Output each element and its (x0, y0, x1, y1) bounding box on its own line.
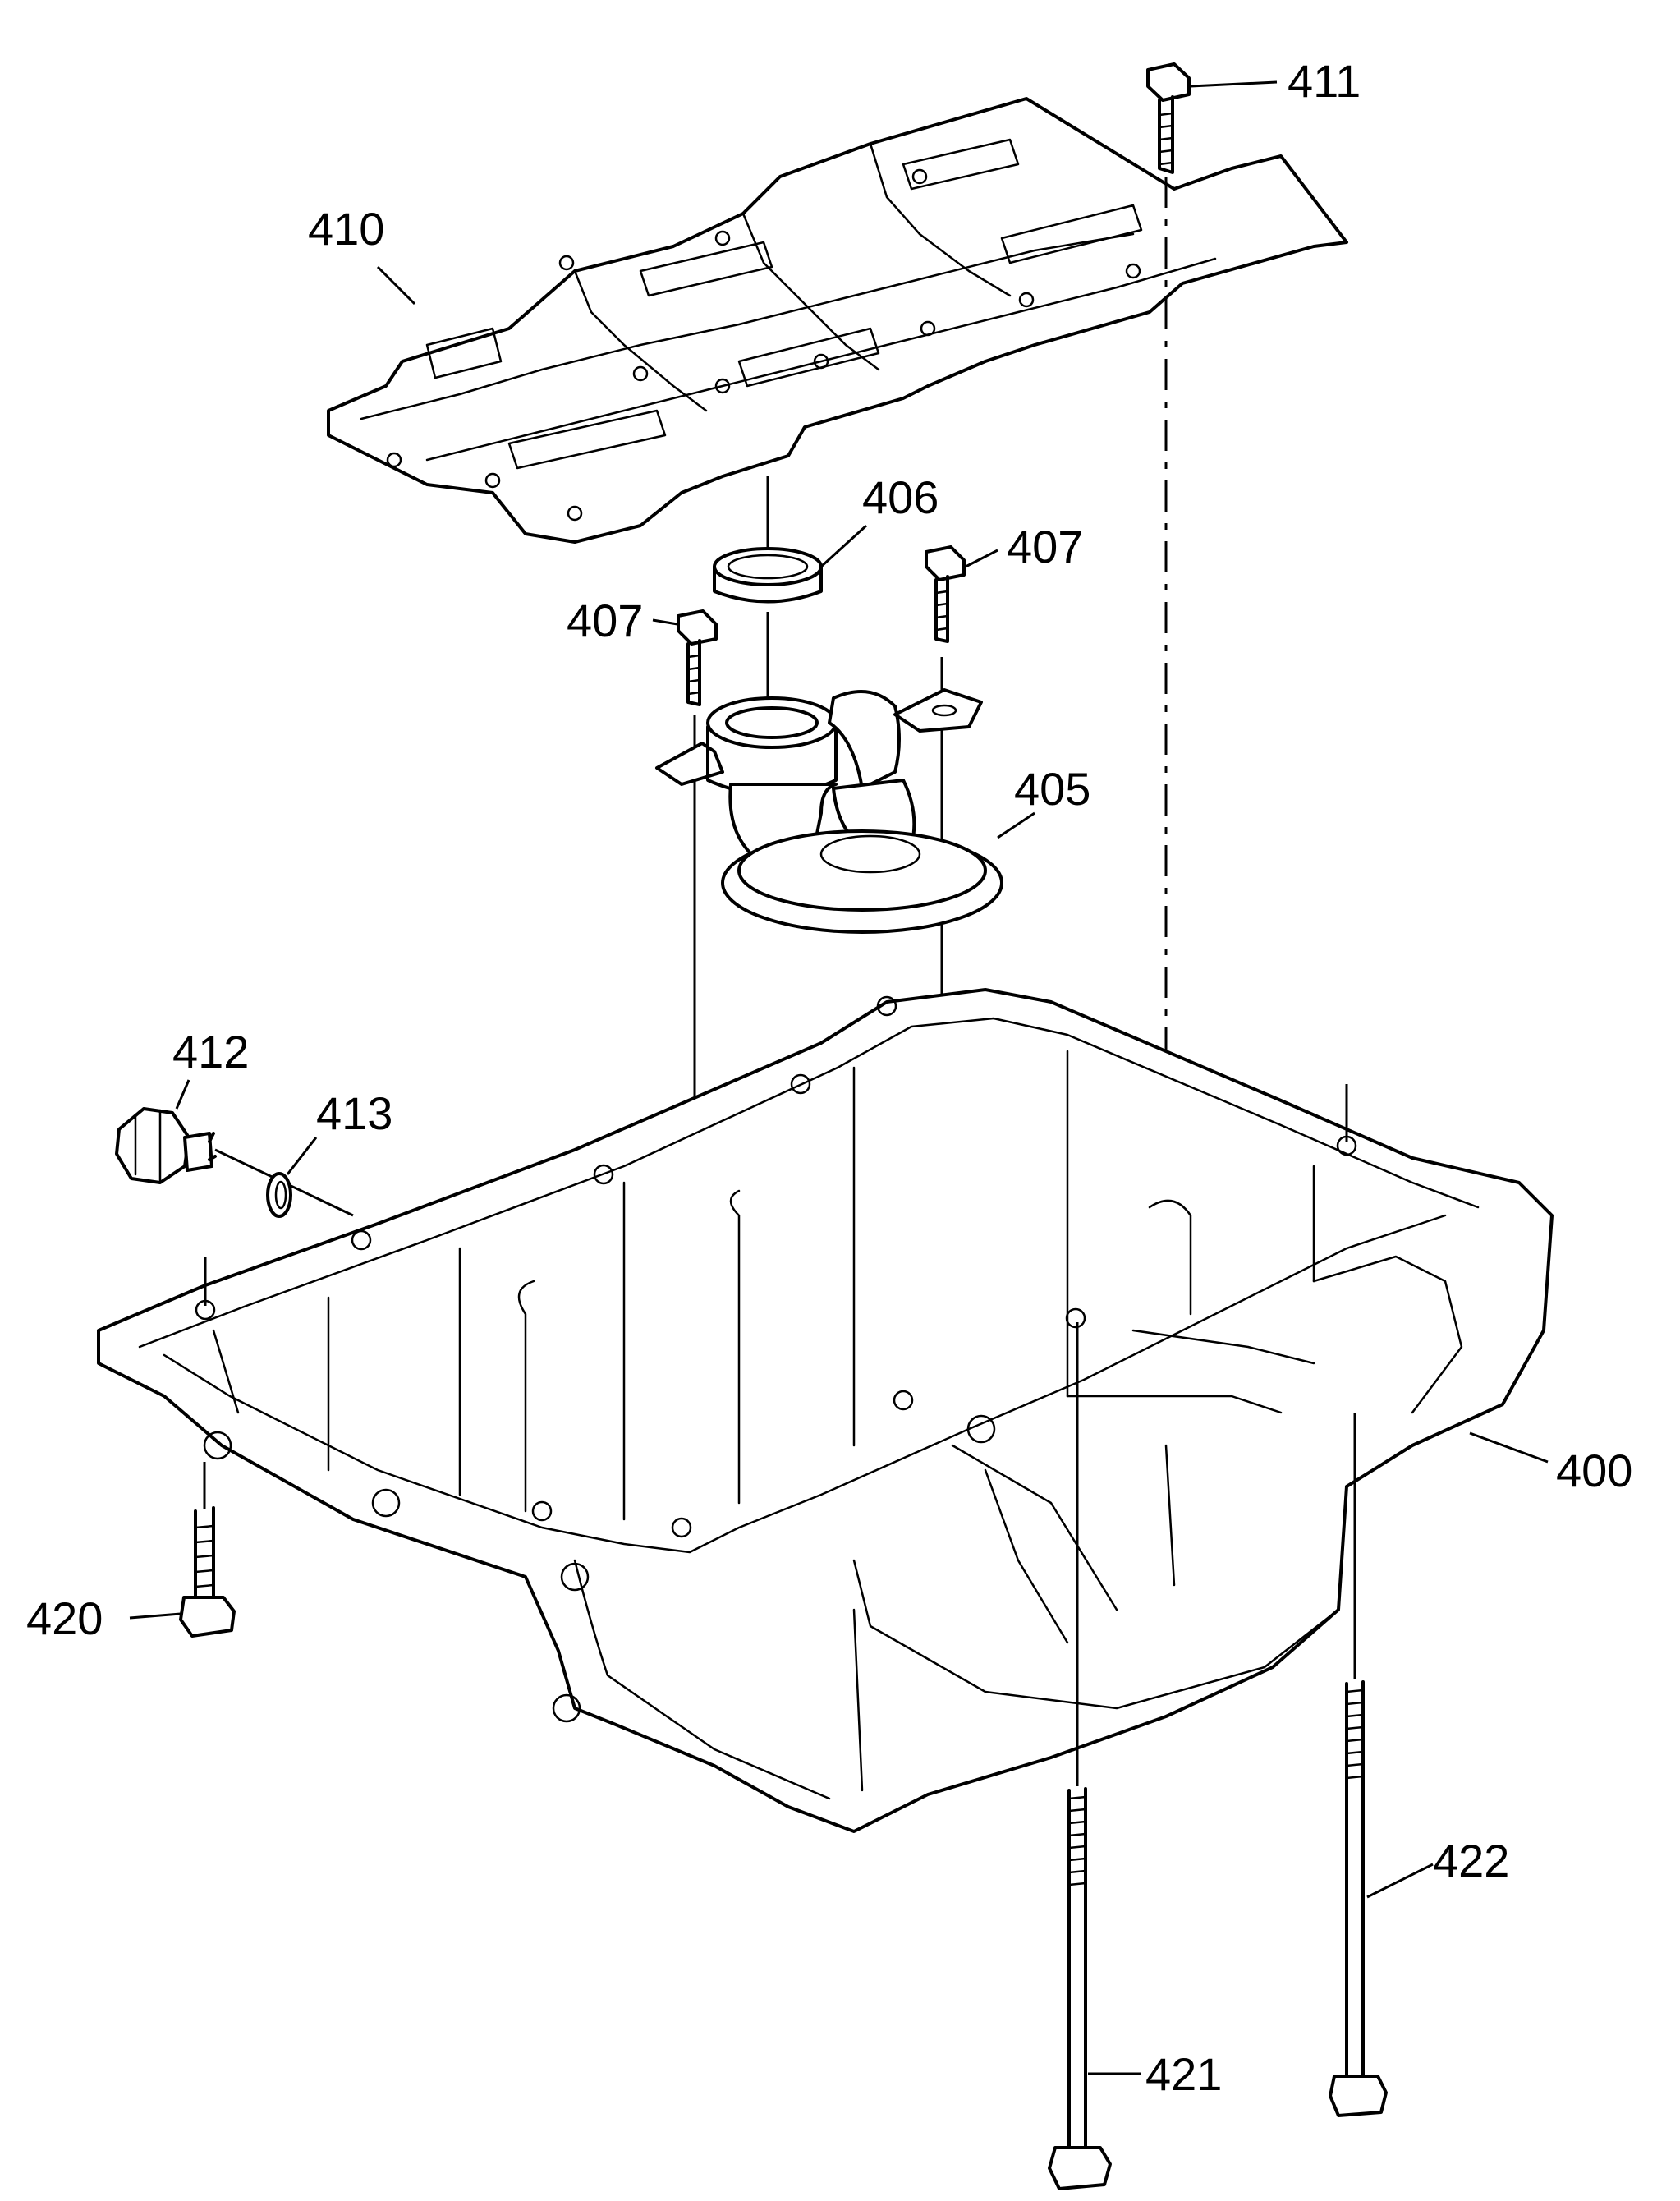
bolt-411 (1146, 62, 1191, 174)
callout-407-left: 407 (567, 595, 643, 646)
leader-422 (1366, 1863, 1434, 1899)
leader-407-left (652, 618, 678, 626)
leader-400 (1469, 1431, 1549, 1464)
leader-411 (1190, 80, 1278, 88)
drain-plug-412 (115, 1107, 217, 1184)
callout-407-right: 407 (1007, 521, 1083, 572)
oil-pan (97, 988, 1554, 1833)
gasket-413 (266, 1172, 292, 1218)
callout-413: 413 (316, 1087, 392, 1139)
oil-pickup-tube (655, 688, 1003, 934)
callout-405: 405 (1014, 763, 1090, 815)
bolt-421 (1048, 1787, 1112, 2190)
bolt-420 (179, 1506, 236, 1638)
leader-406 (819, 524, 868, 568)
leader-412 (175, 1079, 190, 1110)
callout-422: 422 (1433, 1835, 1509, 1886)
leader-405 (997, 811, 1035, 839)
callout-420: 420 (26, 1592, 103, 1644)
leader-407-right (965, 549, 998, 568)
leader-413 (286, 1137, 318, 1175)
leader-410 (376, 265, 416, 306)
leader-420 (129, 1612, 181, 1620)
callout-410: 410 (308, 203, 384, 255)
callout-406: 406 (862, 471, 939, 523)
bolt-407-right (925, 545, 966, 643)
seal-406 (713, 547, 823, 604)
windage-tray (327, 97, 1348, 544)
callout-421: 421 (1145, 2048, 1222, 2100)
bolt-422 (1329, 1680, 1388, 2117)
callout-412: 412 (172, 1026, 249, 1078)
callout-400: 400 (1556, 1445, 1632, 1496)
callout-411: 411 (1288, 55, 1361, 107)
bolt-407-left (677, 609, 718, 706)
